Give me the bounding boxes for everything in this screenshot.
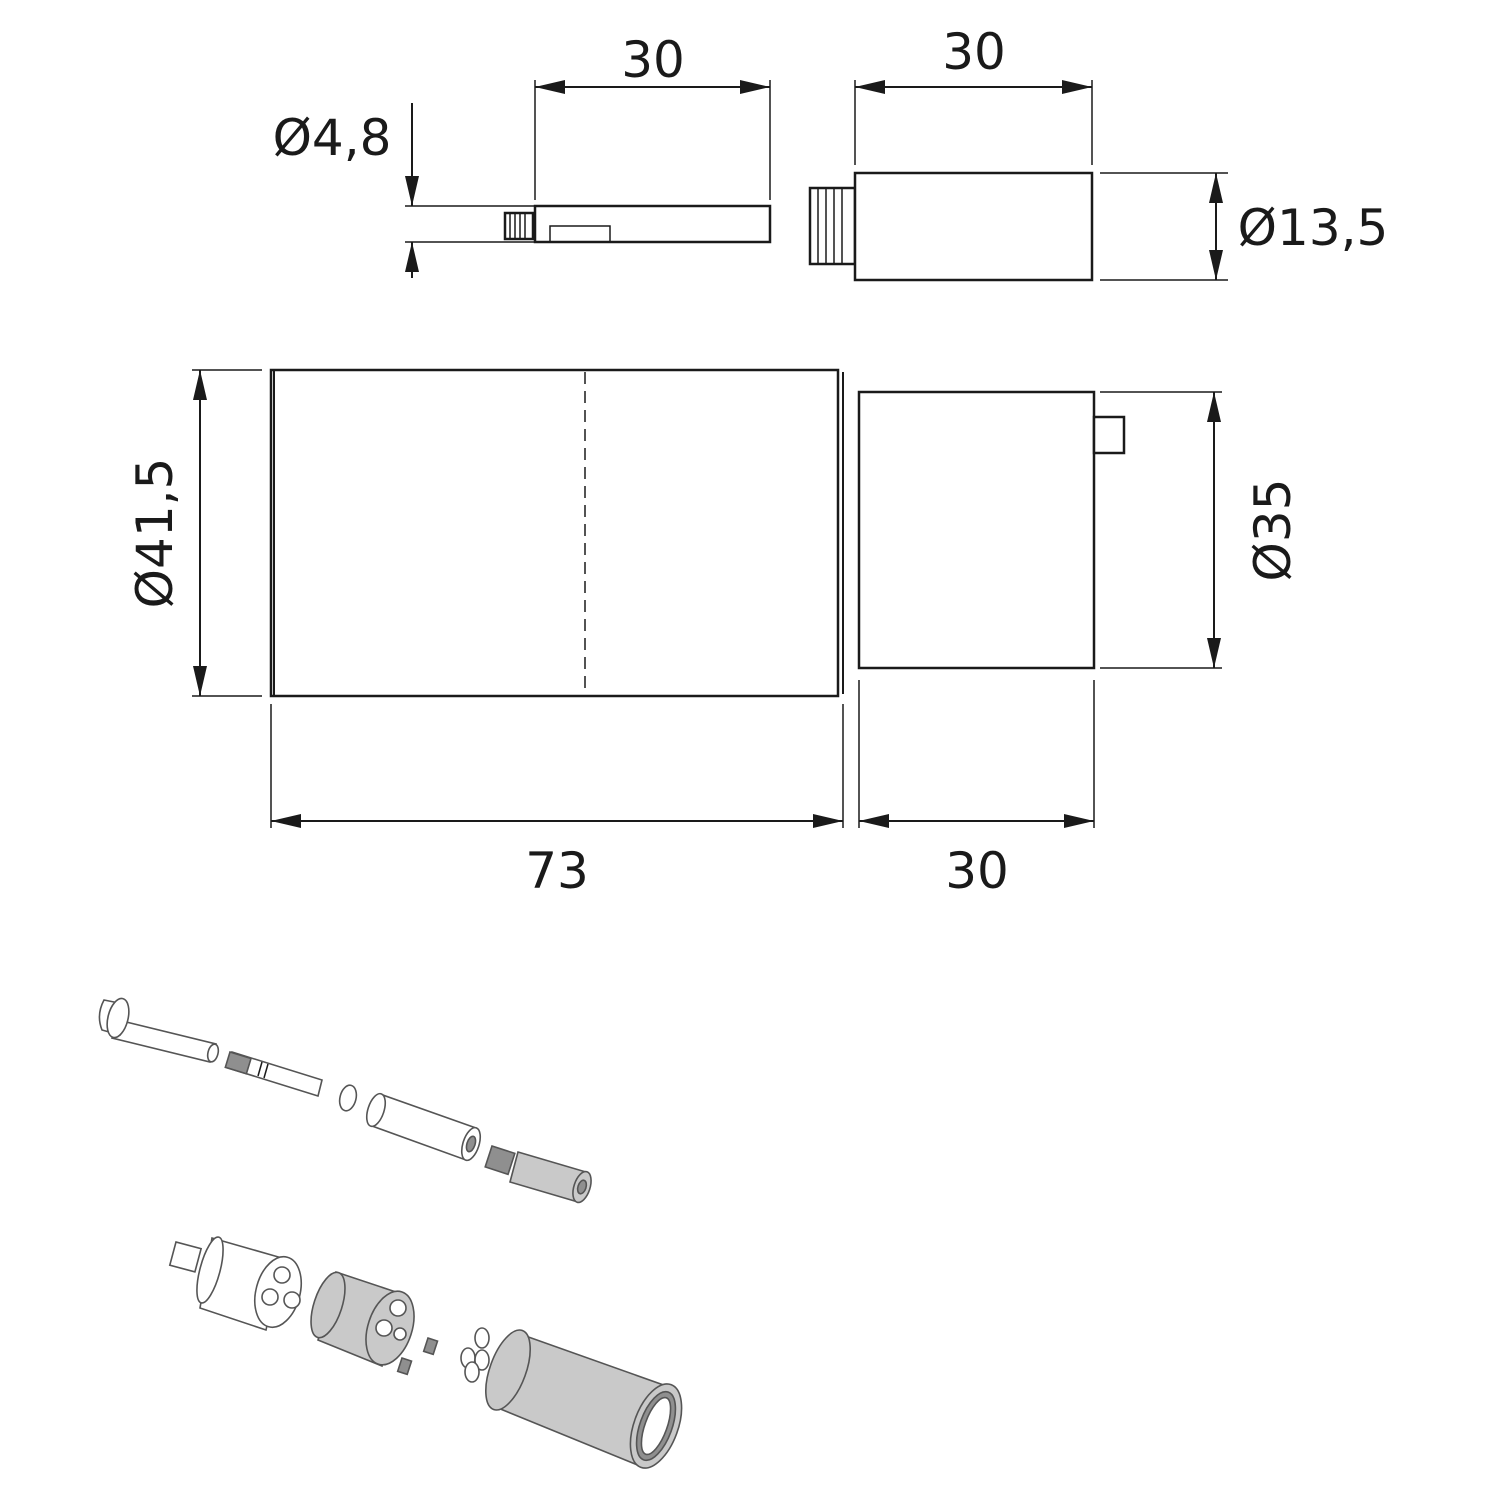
extension-body <box>853 171 1094 282</box>
body-length-label: 73 <box>525 842 589 900</box>
exploded-tube <box>365 1092 482 1162</box>
body-diameter-label: Ø41,5 <box>126 458 184 609</box>
extension-thread <box>808 186 857 266</box>
cap-diameter-label: Ø35 <box>1244 479 1302 582</box>
exploded-oring <box>338 1084 358 1112</box>
exploded-extension <box>484 1144 592 1204</box>
exploded-adapter <box>310 1270 415 1368</box>
rod-view <box>405 80 772 278</box>
exploded-view <box>98 997 683 1469</box>
extension-view <box>808 80 1228 282</box>
exploded-sleeve <box>485 1329 683 1469</box>
extension-length-label: 30 <box>942 23 1006 81</box>
body-sleeve <box>269 368 840 698</box>
exploded-small-orings <box>460 1327 490 1383</box>
exploded-small-pin <box>422 1336 439 1356</box>
cap-length-label: 30 <box>945 842 1009 900</box>
rod-thread <box>503 211 535 241</box>
cap-body <box>857 390 1096 670</box>
rod-length-label: 30 <box>621 31 685 89</box>
exploded-threaded-rod <box>224 1050 323 1098</box>
extension-diameter-label: Ø13,5 <box>1238 199 1389 257</box>
exploded-pin <box>98 997 220 1063</box>
cap-view <box>857 390 1222 828</box>
exploded-cartridge <box>168 1236 303 1332</box>
cap-pin <box>1092 415 1126 455</box>
body-view <box>192 368 844 828</box>
rod-flat <box>549 225 611 243</box>
rod-body <box>533 204 772 244</box>
rod-diameter-label: Ø4,8 <box>273 109 392 167</box>
exploded-small-pin <box>396 1356 413 1376</box>
